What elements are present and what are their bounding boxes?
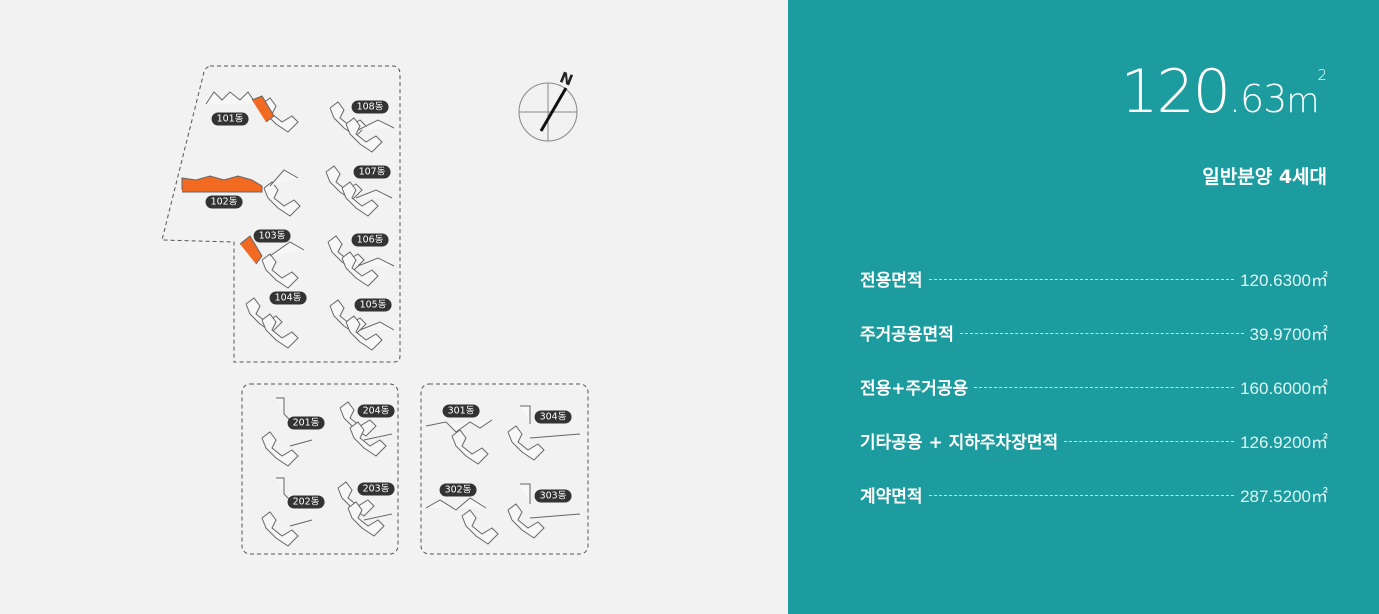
building-108-outline bbox=[345, 117, 383, 153]
building-102-outline bbox=[269, 169, 299, 187]
leader-line bbox=[959, 332, 1244, 334]
area-integer: 120 bbox=[1120, 57, 1231, 127]
building-202-outline bbox=[261, 511, 299, 547]
building-204-outline bbox=[339, 401, 377, 437]
building-301-outline bbox=[451, 429, 489, 465]
building-label-101[interactable]: 101동 bbox=[211, 112, 249, 126]
leader-line bbox=[928, 494, 1235, 496]
building-303-outline bbox=[520, 483, 531, 504]
building-304-outline bbox=[520, 405, 531, 424]
row-value: 160.6000㎡ bbox=[1240, 378, 1328, 398]
building-102-highlighted-unit bbox=[181, 175, 263, 193]
row-label: 주거공용면적 bbox=[860, 324, 954, 345]
building-105-outline bbox=[345, 315, 383, 351]
building-label-304[interactable]: 304동 bbox=[534, 410, 572, 424]
row-value: 287.5200㎡ bbox=[1240, 486, 1328, 506]
building-304-outline bbox=[507, 425, 545, 461]
row-value: 39.9700㎡ bbox=[1249, 324, 1328, 344]
area-unit: m bbox=[1286, 81, 1320, 121]
building-201-outline bbox=[289, 439, 313, 447]
building-303-outline bbox=[529, 513, 581, 519]
building-label-301[interactable]: 301동 bbox=[442, 404, 480, 418]
area-unit-superscript: 2 bbox=[1317, 66, 1327, 84]
building-label-302[interactable]: 302동 bbox=[439, 483, 477, 497]
building-102-outline bbox=[263, 181, 301, 217]
building-label-108[interactable]: 108동 bbox=[351, 100, 389, 114]
row-label: 전용+주거공용 bbox=[860, 378, 969, 399]
building-108-outline bbox=[357, 119, 395, 131]
building-302-outline bbox=[461, 509, 499, 545]
building-201-outline bbox=[276, 397, 291, 421]
building-label-201[interactable]: 201동 bbox=[287, 416, 325, 430]
block-2-outline bbox=[241, 383, 399, 555]
building-203-outline bbox=[347, 501, 385, 537]
building-101-outline bbox=[261, 97, 299, 133]
building-107-outline bbox=[355, 189, 393, 199]
site-plan-map bbox=[161, 65, 589, 555]
unit-info-panel: 120.63m2 일반분양 4세대 전용면적 120.6300㎡ 주거공용면적 … bbox=[788, 0, 1379, 614]
leader-line bbox=[928, 278, 1235, 280]
row-value: 126.9200㎡ bbox=[1240, 432, 1328, 452]
row-value: 120.6300㎡ bbox=[1240, 270, 1328, 290]
building-label-106[interactable]: 106동 bbox=[351, 233, 389, 247]
building-201-outline bbox=[261, 431, 299, 467]
leader-line bbox=[974, 386, 1235, 388]
area-row-residential-common: 주거공용면적 39.9700㎡ bbox=[860, 320, 1328, 345]
building-301-outline bbox=[425, 419, 493, 433]
building-105-outline bbox=[359, 321, 395, 331]
area-row-contract: 계약면적 287.5200㎡ bbox=[860, 482, 1328, 507]
building-204-outline bbox=[363, 433, 393, 441]
area-row-other-common: 기타공용 + 지하주차장면적 126.9200㎡ bbox=[860, 428, 1328, 453]
building-106-outline bbox=[341, 251, 379, 287]
building-202-outline bbox=[289, 519, 313, 527]
building-label-107[interactable]: 107동 bbox=[353, 165, 391, 179]
building-303-outline bbox=[507, 503, 545, 539]
area-row-exclusive: 전용면적 120.6300㎡ bbox=[860, 266, 1328, 291]
row-label: 기타공용 + 지하주차장면적 bbox=[860, 432, 1059, 453]
area-row-supply: 전용+주거공용 160.6000㎡ bbox=[860, 374, 1328, 399]
area-decimal: .63 bbox=[1228, 77, 1287, 121]
building-label-102[interactable]: 102동 bbox=[205, 195, 243, 209]
building-101-highlighted-unit bbox=[251, 95, 275, 123]
compass-icon bbox=[518, 82, 578, 142]
building-203-outline bbox=[337, 481, 375, 517]
building-204-outline bbox=[349, 421, 387, 457]
building-202-outline bbox=[276, 477, 291, 501]
building-104-outline bbox=[261, 313, 299, 349]
building-103-highlighted-unit bbox=[239, 235, 263, 265]
building-304-outline bbox=[529, 433, 581, 439]
building-label-104[interactable]: 104동 bbox=[269, 291, 307, 305]
building-label-204[interactable]: 204동 bbox=[357, 404, 395, 418]
building-302-outline bbox=[425, 497, 487, 511]
building-label-203[interactable]: 203동 bbox=[357, 482, 395, 496]
building-106-outline bbox=[357, 257, 395, 267]
row-label: 계약면적 bbox=[860, 486, 923, 507]
building-101-outline bbox=[205, 91, 257, 105]
row-label: 전용면적 bbox=[860, 270, 923, 291]
building-label-103[interactable]: 103동 bbox=[253, 229, 291, 243]
building-label-202[interactable]: 202동 bbox=[287, 495, 325, 509]
building-103-outline bbox=[261, 253, 299, 289]
building-203-outline bbox=[363, 513, 393, 521]
area-title: 120.63m2 bbox=[1120, 62, 1327, 122]
building-103-outline bbox=[269, 241, 305, 257]
block-3-outline bbox=[420, 383, 589, 555]
supply-type-label: 일반분양 4세대 bbox=[1202, 166, 1327, 188]
block-1-outline bbox=[161, 65, 401, 363]
leader-line bbox=[1064, 440, 1235, 442]
building-107-outline bbox=[341, 181, 379, 217]
building-label-303[interactable]: 303동 bbox=[534, 489, 572, 503]
building-label-105[interactable]: 105동 bbox=[354, 298, 392, 312]
